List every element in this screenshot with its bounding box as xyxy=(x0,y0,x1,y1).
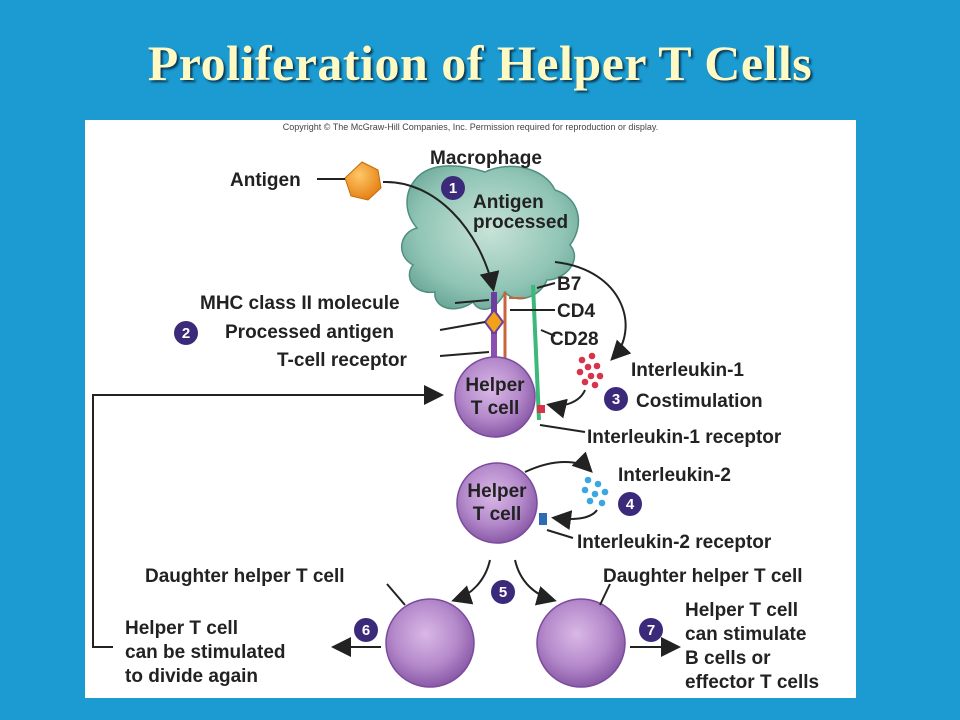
step-5-circle xyxy=(491,580,515,604)
label-step7-line1: Helper T cell xyxy=(685,600,798,621)
label-il2: Interleukin-2 xyxy=(618,465,731,486)
label-step7-line4: effector T cells xyxy=(685,672,819,693)
label-costimulation: Costimulation xyxy=(636,391,763,412)
interleukin-1-dots xyxy=(576,352,604,389)
antigen-particle xyxy=(344,161,382,201)
label-il1: Interleukin-1 xyxy=(631,360,744,381)
step-1-circle xyxy=(441,176,465,200)
helper-t-cell-1 xyxy=(454,356,536,438)
il1-secretion-arrow xyxy=(554,261,632,361)
label-antigen: Antigen xyxy=(230,170,301,191)
label-helper-t-2a: Helper xyxy=(467,481,527,502)
label-il2-receptor: Interleukin-2 receptor xyxy=(577,532,772,553)
tcr-stalk xyxy=(491,334,497,372)
il1-receptor-mark xyxy=(537,405,545,413)
il2-secretion-arrow xyxy=(524,451,593,473)
label-antigen-processed-2: processed xyxy=(473,212,568,233)
division-arrow-left xyxy=(451,559,491,605)
label-cd28: CD28 xyxy=(550,329,599,350)
label-step6-line2: can be stimulated xyxy=(125,642,286,663)
label-mhc: MHC class II molecule xyxy=(200,293,400,314)
label-il1-receptor: Interleukin-1 receptor xyxy=(587,427,782,448)
label-cd4: CD4 xyxy=(557,301,595,322)
il2-receptor-mark xyxy=(539,513,547,525)
label-step6-line3: to divide again xyxy=(125,666,258,687)
label-processed-antigen: Processed antigen xyxy=(225,322,394,343)
step-6-number: 6 xyxy=(362,622,370,639)
processed-antigen-icon xyxy=(483,308,505,336)
label-b7: B7 xyxy=(557,274,581,295)
label-helper-t-1a: Helper xyxy=(465,375,525,396)
label-daughter-left: Daughter helper T cell xyxy=(145,566,345,587)
il1-binding-arrow xyxy=(546,389,586,419)
leader-lines xyxy=(386,282,611,606)
daughter-cell-right xyxy=(536,598,626,688)
interleukin-2-dots xyxy=(581,476,609,507)
division-arrow-right xyxy=(514,559,557,606)
copyright-notice: Copyright © The McGraw-Hill Companies, I… xyxy=(282,122,659,132)
label-step7-line2: can stimulate xyxy=(685,624,806,645)
step-markers xyxy=(174,176,663,642)
step-2-circle xyxy=(174,321,198,345)
label-antigen-processed-1: Antigen xyxy=(473,192,544,213)
label-macrophage: Macrophage xyxy=(430,148,542,169)
il2-binding-arrow xyxy=(551,509,598,531)
step-7-number: 7 xyxy=(647,622,655,639)
b7-cd28-molecule xyxy=(531,284,541,421)
label-step6-line1: Helper T cell xyxy=(125,618,238,639)
label-tcr: T-cell receptor xyxy=(277,350,407,371)
label-helper-t-2b: T cell xyxy=(473,504,522,525)
label-helper-t-1b: T cell xyxy=(471,398,520,419)
antigen-uptake-arrow xyxy=(382,180,500,292)
figure-panel: 1 2 3 4 5 6 7 Antigen Macrophage Antigen… xyxy=(85,120,856,698)
slide-title: Proliferation of Helper T Cells xyxy=(147,35,813,91)
restimulation-loop-arrow xyxy=(92,385,444,648)
step-5-number: 5 xyxy=(499,584,507,601)
macrophage-cell xyxy=(401,165,580,311)
step-7-circle xyxy=(639,618,663,642)
helper-t-cell-diagram: 1 2 3 4 5 6 7 Antigen Macrophage Antigen… xyxy=(92,148,819,693)
label-daughter-right: Daughter helper T cell xyxy=(603,566,803,587)
step-6-circle xyxy=(354,618,378,642)
step-3-number: 3 xyxy=(612,391,620,408)
step-4-circle xyxy=(618,492,642,516)
daughter-cell-left xyxy=(385,598,475,688)
step-3-circle xyxy=(604,387,628,411)
label-step7-line3: B cells or xyxy=(685,648,771,669)
step-2-number: 2 xyxy=(182,325,190,342)
step-1-number: 1 xyxy=(449,180,457,197)
helper-t-cell-2 xyxy=(456,462,538,544)
step-4-number: 4 xyxy=(626,496,635,513)
